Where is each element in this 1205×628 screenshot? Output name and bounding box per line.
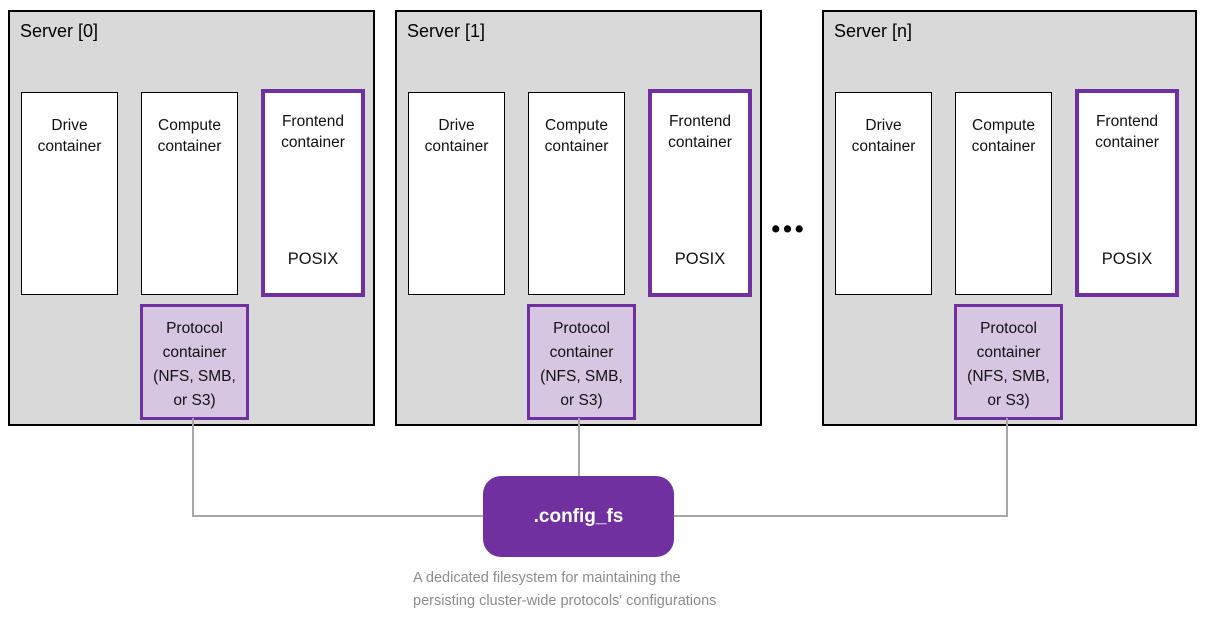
compute-container-box: Compute container <box>955 92 1052 295</box>
posix-label: POSIX <box>674 250 726 268</box>
server-title: Server [1] <box>407 21 486 41</box>
frontend-container-label: Frontend container <box>1095 113 1159 151</box>
drive-container-label: Drive container <box>851 117 916 155</box>
protocol-container-label: Protocol container (NFS, SMB, or S3) <box>967 320 1050 409</box>
connector-left-horizontal <box>192 515 483 517</box>
drive-container-box: Drive container <box>408 92 505 295</box>
frontend-container-box: Frontend container POSIX <box>1075 89 1179 297</box>
protocol-container-label: Protocol container (NFS, SMB, or S3) <box>540 320 623 409</box>
compute-container-label: Compute container <box>157 117 222 155</box>
connector-right-horizontal <box>674 515 1006 517</box>
frontend-container-box: Frontend container POSIX <box>261 89 365 297</box>
connector-servern-vertical <box>1006 418 1008 517</box>
server-box-n: Server [n] Drive container Compute conta… <box>822 10 1197 426</box>
compute-container-label: Compute container <box>544 117 609 155</box>
compute-container-box: Compute container <box>141 92 238 295</box>
server-title: Server [n] <box>834 21 913 41</box>
protocol-container-box: Protocol container (NFS, SMB, or S3) <box>954 304 1063 420</box>
server-box-1: Server [1] Drive container Compute conta… <box>395 10 762 426</box>
protocol-container-label: Protocol container (NFS, SMB, or S3) <box>153 320 236 409</box>
frontend-container-label: Frontend container <box>668 113 732 151</box>
more-servers-ellipsis: ••• <box>771 215 807 243</box>
config-fs-caption: A dedicated filesystem for maintaining t… <box>413 570 717 609</box>
posix-label: POSIX <box>287 250 339 268</box>
frontend-container-box: Frontend container POSIX <box>648 89 752 297</box>
config-fs-node: .config_fs <box>483 476 674 557</box>
connector-server0-vertical <box>192 418 194 517</box>
protocol-container-box: Protocol container (NFS, SMB, or S3) <box>140 304 249 420</box>
compute-container-label: Compute container <box>971 117 1036 155</box>
drive-container-box: Drive container <box>835 92 932 295</box>
protocol-container-box: Protocol container (NFS, SMB, or S3) <box>527 304 636 420</box>
frontend-container-label: Frontend container <box>281 113 345 151</box>
connector-server1-vertical <box>578 418 580 476</box>
drive-container-label: Drive container <box>37 117 102 155</box>
drive-container-label: Drive container <box>424 117 489 155</box>
server-title: Server [0] <box>20 21 99 41</box>
server-box-0: Server [0] Drive container Compute conta… <box>8 10 375 426</box>
config-fs-label: .config_fs <box>533 505 624 527</box>
drive-container-box: Drive container <box>21 92 118 295</box>
compute-container-box: Compute container <box>528 92 625 295</box>
posix-label: POSIX <box>1101 250 1153 268</box>
